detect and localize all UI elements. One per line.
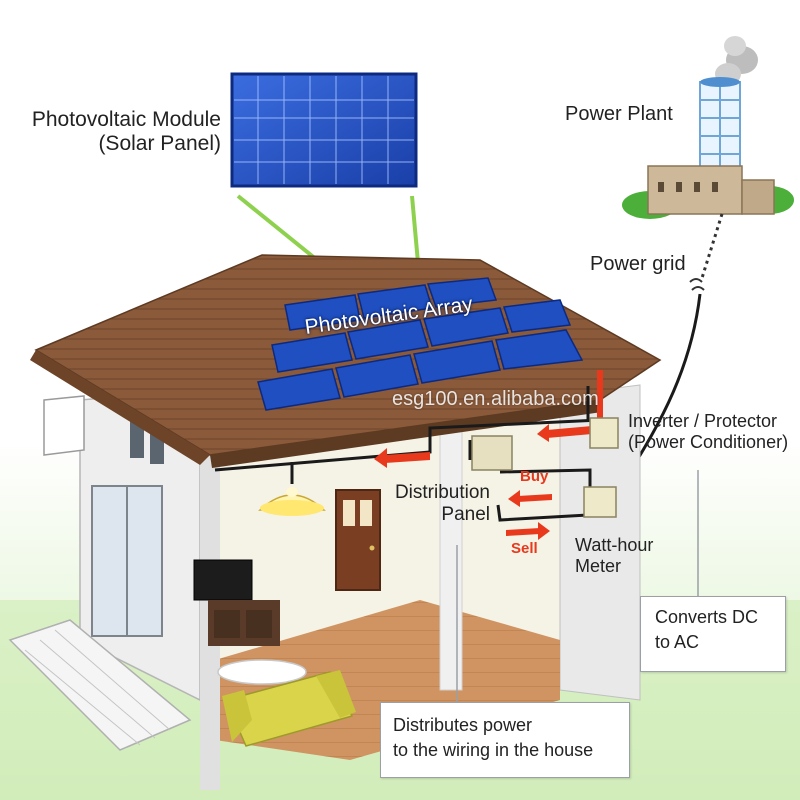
- watt-hour-meter-label: Watt-hour Meter: [575, 535, 653, 576]
- buy-label: Buy: [520, 468, 549, 485]
- photovoltaic-module-label: Photovoltaic Module (Solar Panel): [6, 108, 221, 156]
- power-plant-icon: [622, 36, 794, 219]
- solar-panel-icon: [230, 72, 418, 188]
- distributes-line1: Distributes power: [393, 715, 533, 735]
- watt-label-line1: Watt-hour: [575, 535, 654, 555]
- distributes-power-callout: Distributes power to the wiring in the h…: [380, 702, 630, 778]
- inverter-label-line1: Inverter / Protector: [628, 411, 778, 431]
- distribution-panel-device: [471, 435, 513, 471]
- coffee-table: [217, 659, 307, 685]
- inverter-label: Inverter / Protector (Power Conditioner): [628, 411, 788, 452]
- house-wiring: [214, 386, 601, 522]
- watermark: esg100.en.alibaba.com: [392, 388, 599, 410]
- distribution-label-line2: Panel: [441, 503, 490, 525]
- distribution-label-line1: Distribution: [394, 482, 490, 503]
- current-arrows: [374, 370, 603, 540]
- lamp-icon: [258, 487, 326, 516]
- sofa-icon: [222, 670, 356, 747]
- converts-line1: Converts DC: [655, 607, 759, 627]
- inverter-device: [589, 417, 619, 449]
- sell-label: Sell: [511, 540, 538, 557]
- module-label-line1: Photovoltaic Module: [31, 108, 221, 131]
- photovoltaic-array: [257, 277, 584, 411]
- grid-break-icon: [689, 278, 705, 291]
- converts-dc-callout: Converts DC to AC: [640, 596, 786, 672]
- watt-hour-meter-device: [583, 486, 617, 518]
- distribution-panel-label: Distribution Panel: [380, 482, 490, 526]
- power-plant-label: Power Plant: [565, 103, 673, 125]
- converts-line2: to AC: [655, 632, 700, 653]
- power-grid-label: Power grid: [590, 253, 686, 275]
- tv-icon: [193, 559, 280, 646]
- inverter-label-line2: (Power Conditioner): [628, 431, 789, 452]
- watt-label-line2: Meter: [575, 555, 622, 576]
- module-label-line2: (Solar Panel): [98, 132, 221, 156]
- door-icon: [335, 489, 381, 591]
- distributes-line2: to the wiring in the house: [393, 740, 594, 761]
